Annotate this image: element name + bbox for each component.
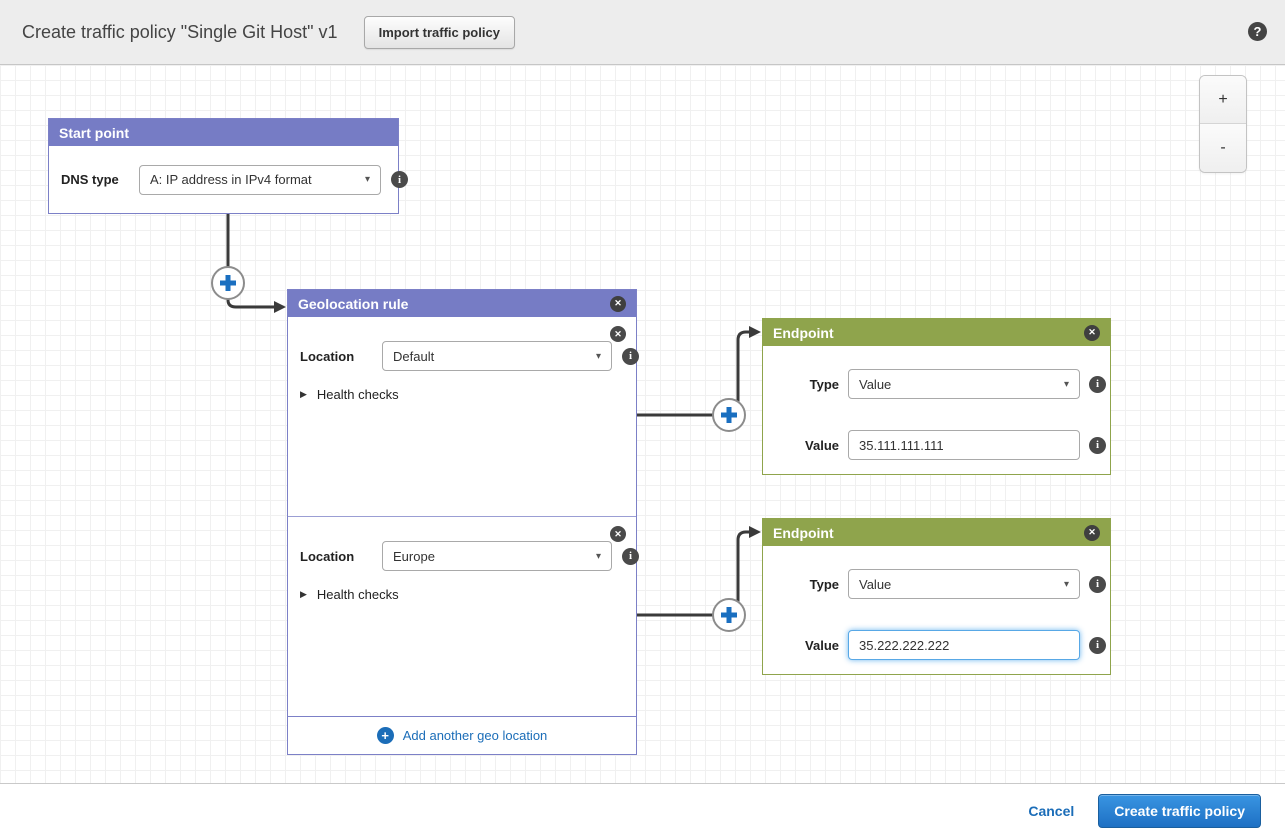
zoom-out-button[interactable]: - [1200, 124, 1246, 172]
location-dropdown[interactable]: Europe ▾ [382, 541, 612, 571]
endpoint-close-icon[interactable]: ✕ [1084, 324, 1100, 341]
connector-line [736, 530, 753, 602]
health-checks-label: Health checks [316, 387, 399, 402]
endpoint-header: Endpoint ✕ [763, 319, 1110, 346]
value-label: Value [805, 437, 839, 453]
add-connection-button[interactable] [712, 598, 746, 632]
chevron-down-icon: ▾ [364, 174, 370, 185]
endpoint-type-value: Value [859, 576, 892, 592]
endpoint-type-row: Type Value ▾ i [763, 369, 1110, 399]
location-value: Europe [393, 548, 435, 564]
value-label: Value [805, 637, 839, 653]
page-header: Create traffic policy "Single Git Host" … [0, 0, 1285, 65]
location-label: Location [300, 548, 355, 564]
add-connection-button[interactable] [211, 266, 245, 300]
endpoint-title: Endpoint [773, 324, 834, 341]
endpoint-value-row: Value i [763, 630, 1110, 660]
connector-line [736, 330, 753, 402]
chevron-down-icon: ▾ [595, 350, 601, 362]
start-point-body: DNS type A: IP address in IPv4 format ▾ … [49, 146, 408, 213]
endpoint-box-1: Endpoint ✕ Type Value ▾ i Value i [762, 318, 1111, 475]
page-title: Create traffic policy "Single Git Host" … [22, 21, 338, 42]
connector-layer [211, 214, 761, 632]
add-connection-button[interactable] [712, 398, 746, 432]
endpoint-type-row: Type Value ▾ i [763, 569, 1110, 599]
connector-arrowhead [274, 301, 286, 313]
geo-section-europe: ✕ Location Europe ▾ i ▶ Health checks [288, 516, 639, 716]
endpoint-close-icon[interactable]: ✕ [1084, 524, 1100, 541]
start-point-box: Start point DNS type A: IP address in IP… [48, 118, 408, 214]
geo-section-close-icon[interactable]: ✕ [610, 326, 626, 342]
geolocation-rule-box: Geolocation rule ✕ ✕ Location Default ▾ … [287, 289, 639, 755]
value-info-icon[interactable]: i [1089, 636, 1106, 654]
start-point-header: Start point [49, 119, 398, 146]
chevron-down-icon: ▾ [1063, 378, 1069, 390]
geolocation-rule-title: Geolocation rule [298, 295, 409, 312]
dns-type-info-icon[interactable]: i [391, 171, 408, 188]
type-info-icon[interactable]: i [1089, 375, 1106, 393]
location-label: Location [300, 348, 355, 364]
location-row: Location Default ▾ i [300, 341, 639, 371]
geo-section-close-icon[interactable]: ✕ [610, 526, 626, 542]
type-label: Type [809, 576, 839, 592]
geo-section-default: ✕ Location Default ▾ i ▶ Health checks [288, 317, 639, 516]
endpoint-type-dropdown[interactable]: Value ▾ [848, 369, 1080, 399]
start-point-title: Start point [59, 124, 129, 141]
endpoint-title: Endpoint [773, 524, 834, 541]
chevron-down-icon: ▾ [1063, 578, 1069, 590]
location-row: Location Europe ▾ i [300, 541, 639, 571]
create-traffic-policy-button[interactable]: Create traffic policy [1098, 793, 1261, 828]
page-footer: Cancel Create traffic policy [0, 784, 1285, 837]
endpoint-type-dropdown[interactable]: Value ▾ [848, 569, 1080, 599]
chevron-down-icon: ▾ [595, 550, 601, 562]
import-traffic-policy-button[interactable]: Import traffic policy [363, 15, 515, 49]
expander-collapsed-icon: ▶ [300, 589, 307, 599]
location-dropdown[interactable]: Default ▾ [382, 341, 612, 371]
type-info-icon[interactable]: i [1089, 575, 1106, 593]
dns-type-dropdown[interactable]: A: IP address in IPv4 format ▾ [139, 164, 381, 195]
add-geo-location-label: Add another geo location [402, 728, 548, 743]
geolocation-rule-header: Geolocation rule ✕ [288, 290, 636, 317]
value-info-icon[interactable]: i [1089, 436, 1106, 454]
zoom-controls: + - [1199, 75, 1247, 173]
endpoint-value-input[interactable] [848, 430, 1080, 460]
cancel-button[interactable]: Cancel [1028, 802, 1075, 819]
dns-type-value: A: IP address in IPv4 format [150, 172, 312, 187]
dns-type-label: DNS type [61, 172, 119, 187]
location-info-icon[interactable]: i [622, 547, 639, 565]
help-icon[interactable]: ? [1248, 22, 1267, 41]
endpoint-header: Endpoint ✕ [763, 519, 1110, 546]
add-geo-location-link[interactable]: + Add another geo location [288, 716, 636, 754]
health-checks-label: Health checks [316, 587, 399, 602]
endpoint-value-input-focused[interactable] [848, 630, 1080, 660]
plus-icon: + [376, 727, 394, 744]
connector-line [226, 299, 274, 309]
flow-canvas: + - Start point DNS type A: IP address i… [0, 65, 1285, 784]
location-info-icon[interactable]: i [622, 347, 639, 365]
endpoint-value-row: Value i [763, 430, 1110, 460]
expander-collapsed-icon: ▶ [300, 389, 307, 399]
zoom-in-button[interactable]: + [1200, 76, 1246, 124]
connector-arrowhead [749, 526, 761, 538]
type-label: Type [809, 376, 839, 392]
geolocation-rule-close-icon[interactable]: ✕ [610, 295, 626, 312]
health-checks-expander[interactable]: ▶ Health checks [300, 587, 624, 602]
connector-arrowhead [749, 326, 761, 338]
endpoint-box-2: Endpoint ✕ Type Value ▾ i Value i [762, 518, 1111, 675]
health-checks-expander[interactable]: ▶ Health checks [300, 387, 624, 402]
location-value: Default [393, 348, 435, 364]
endpoint-type-value: Value [859, 376, 892, 392]
